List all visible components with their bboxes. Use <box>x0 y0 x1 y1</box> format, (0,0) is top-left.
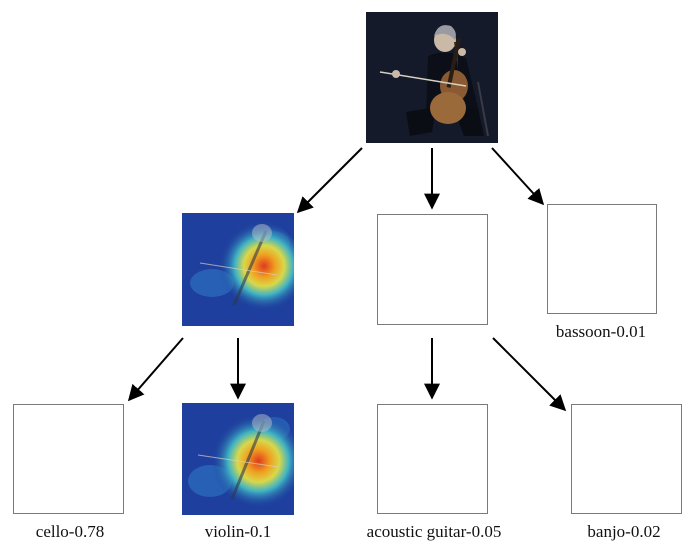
bassoon-label: bassoon-0.01 <box>555 322 647 341</box>
heatmap-image <box>182 213 294 326</box>
cello-label: cello-0.78 <box>35 522 105 541</box>
root-photo <box>366 12 498 143</box>
violin-label: violin-0.1 <box>204 522 272 541</box>
acoustic-guitar-label: acoustic guitar-0.05 <box>366 522 502 541</box>
violin-node <box>182 403 294 515</box>
cellist-photo <box>366 12 498 143</box>
blank-mid-node <box>377 214 488 325</box>
arrow-mid-to-banjo <box>492 337 567 412</box>
heatmap-node <box>182 213 294 326</box>
banjo-node <box>571 404 682 514</box>
arrow-root-to-bassoon <box>491 147 545 206</box>
arrow-root-to-heatmap <box>296 147 363 214</box>
arrow-heatmap-to-cello <box>127 337 184 402</box>
cello-node <box>13 404 124 514</box>
violin-heatmap-image <box>182 403 294 515</box>
acoustic-guitar-node <box>377 404 488 514</box>
bassoon-node <box>547 204 657 314</box>
banjo-label: banjo-0.02 <box>587 522 661 541</box>
